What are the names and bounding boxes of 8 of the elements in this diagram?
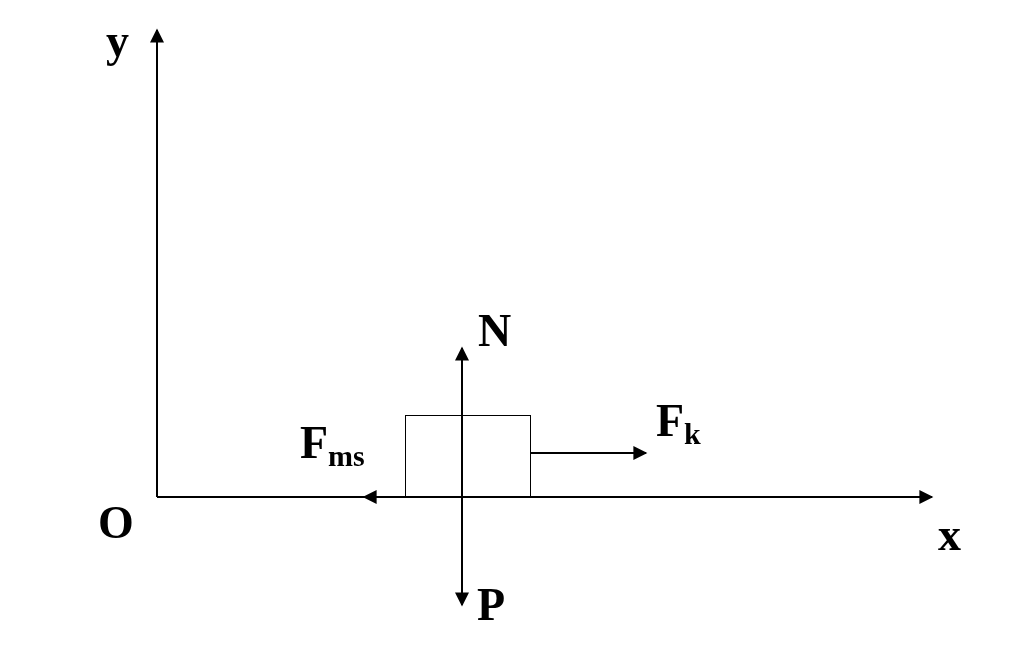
force-label: N [478, 308, 512, 354]
force-label: F$_{ms}$ [300, 420, 365, 471]
force-label: F$_{k}$ [656, 398, 701, 449]
block [405, 415, 531, 497]
axis-label: y [106, 18, 129, 64]
origin-label: O [98, 500, 134, 546]
axis-label: x [938, 512, 961, 558]
force-label: P [477, 582, 506, 628]
